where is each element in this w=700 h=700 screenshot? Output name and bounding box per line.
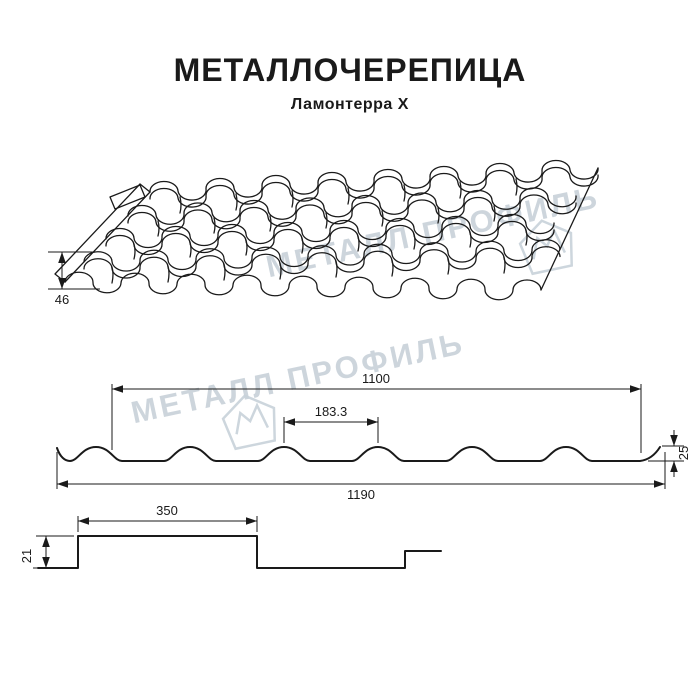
dim-module-length-label: 350 [156,503,178,518]
dim-full-width-label: 1190 [347,487,375,502]
profile-path [56,446,661,462]
dim-roof-step: 46 [48,251,100,307]
wave-row-2 [127,187,577,225]
wave-row-2b [127,194,577,232]
dim-module-length: 350 [77,503,258,532]
roof-bottom-edge [64,271,542,301]
dim-step-height-extensions [33,535,74,569]
dim-wave-step: 183.3 [283,404,379,443]
roof-perspective-drawing [54,159,599,301]
roof-right-edge [540,167,599,291]
dim-module-length-extensions [77,516,258,532]
dim-cover-width-label: 1100 [362,371,390,386]
watermark-text-2: МЕТАЛЛ ПРОФИЛЬ [128,325,468,430]
dim-profile-height-extensions [648,445,684,462]
wave-row-1b [149,166,599,208]
wave-row-3 [105,213,555,249]
dim-profile-height: 25 [648,430,691,477]
dim-wave-step-label: 183.3 [315,404,348,419]
step-profile-path [37,535,442,569]
wave-connectors-row4-bottom [111,256,506,284]
dim-wave-step-extensions [283,417,379,443]
dim-profile-height-label: 25 [676,446,691,460]
dim-step-height-label: 21 [19,549,34,563]
dim-roof-step-extensions [48,251,100,290]
roof-barge-end-tab [109,184,146,210]
wave-row-4 [83,239,561,272]
dim-roof-step-label: 46 [55,292,69,307]
wave-row-1 [149,159,599,201]
dim-full-width: 1190 [56,452,666,502]
wave-row-4b [83,246,561,279]
profile-cross-section-drawing [56,446,661,462]
wave-connectors-row3-4 [133,229,528,260]
watermark-layer: МЕТАЛЛ ПРОФИЛЬ МЕТАЛЛ ПРОФИЛЬ [128,179,603,451]
wave-connectors-row1-2 [179,178,518,214]
dim-cover-width: 1100 [111,371,642,453]
roof-barge-board [54,183,151,283]
dim-cover-width-extensions [111,384,642,453]
dim-step-height: 21 [19,535,74,569]
dim-full-width-extensions [56,452,666,489]
mp-logo-icon [221,394,276,451]
step-profile-drawing [37,535,442,569]
wave-row-3b [105,220,555,256]
wave-connectors-row2-3 [157,205,496,237]
